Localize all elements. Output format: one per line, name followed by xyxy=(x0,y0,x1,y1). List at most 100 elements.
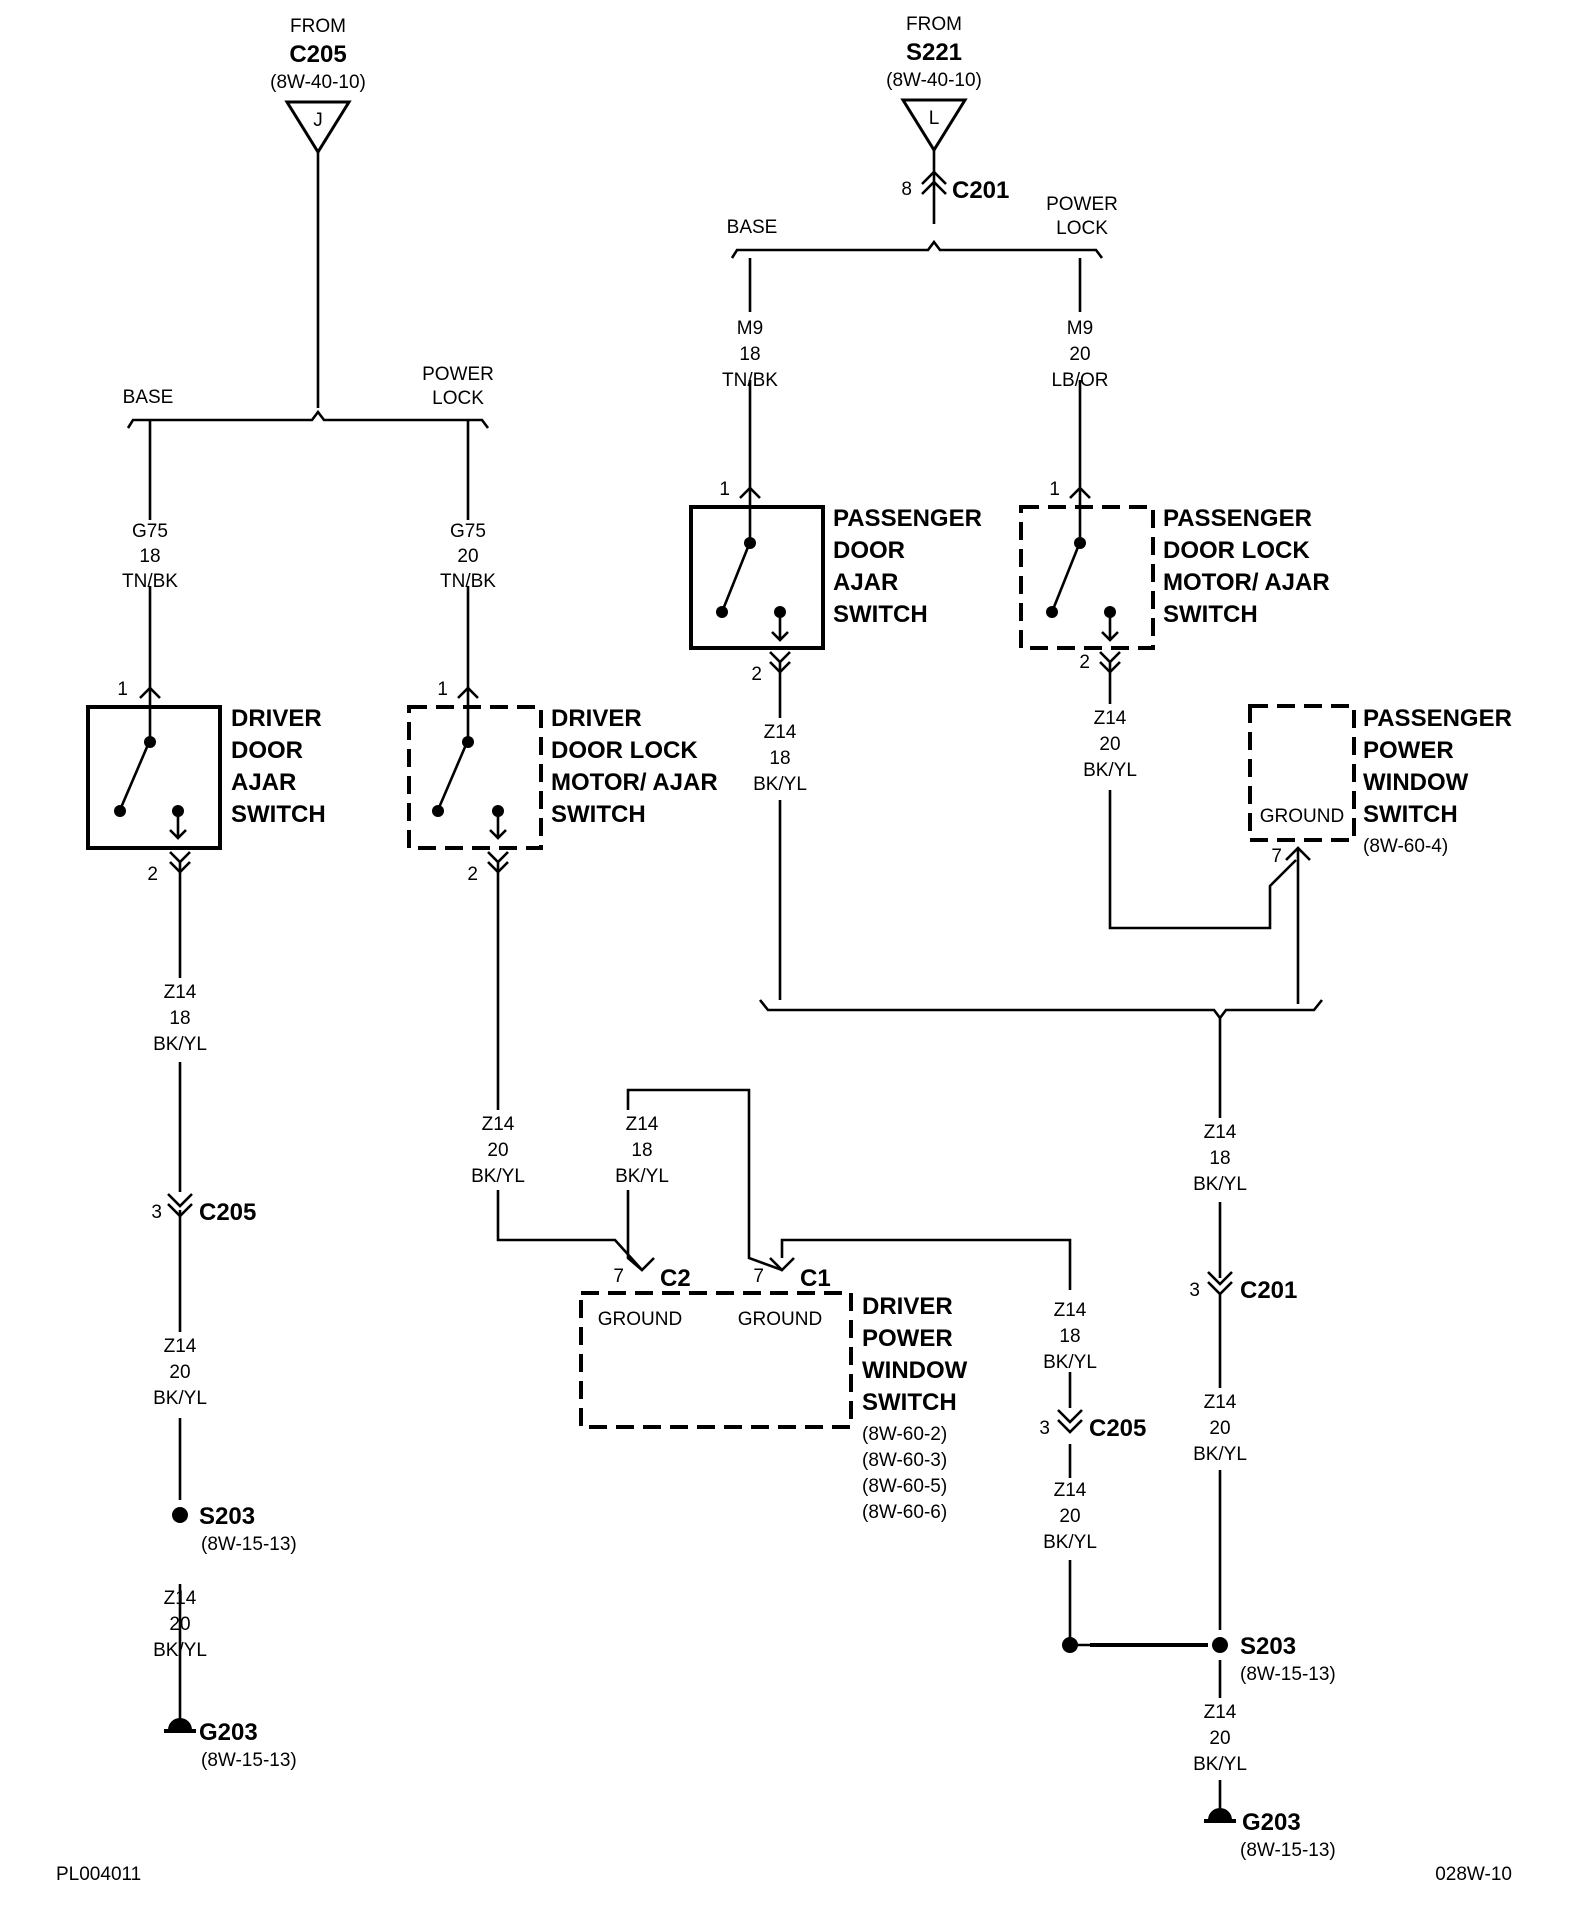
svg-text:20: 20 xyxy=(457,546,478,567)
svg-text:18: 18 xyxy=(1059,1326,1080,1347)
s203-label: S203 xyxy=(199,1503,255,1530)
svg-text:Z14: Z14 xyxy=(1054,1300,1087,1321)
svg-text:18: 18 xyxy=(139,546,160,567)
split-right-power-label: POWER xyxy=(1046,194,1118,215)
source-ref-label: (8W-40-10) xyxy=(886,70,982,91)
c1-pin-label: 7 xyxy=(753,1266,764,1287)
passenger-door-lock-motor-ajar-switch xyxy=(1019,505,1155,650)
svg-text:20: 20 xyxy=(1099,734,1120,755)
c201-pin-label: 8 xyxy=(901,179,912,200)
driver-power-window-switch-label: DRIVER POWER WINDOW SWITCH (8W-60-2) (8W… xyxy=(862,1293,968,1523)
splice-dot xyxy=(172,1507,188,1523)
svg-text:DRIVER: DRIVER xyxy=(862,1293,953,1320)
passenger-door-ajar-switch-label: PASSENGER DOOR AJAR SWITCH xyxy=(833,505,982,628)
svg-text:18: 18 xyxy=(631,1140,652,1161)
split-right-base-label: BASE xyxy=(727,217,778,238)
svg-text:LB/OR: LB/OR xyxy=(1051,370,1108,391)
footer-right-code: 028W-10 xyxy=(1435,1864,1512,1885)
split-left-lock-label: LOCK xyxy=(432,388,484,409)
wire-label-z14-20-c1: Z14 20 BK/YL xyxy=(1043,1480,1097,1553)
connector-pin-icon xyxy=(1207,1271,1233,1296)
pin-2-label: 2 xyxy=(147,864,158,885)
s203-label: S203 xyxy=(1240,1633,1296,1660)
svg-text:SWITCH: SWITCH xyxy=(862,1389,957,1416)
svg-text:BK/YL: BK/YL xyxy=(1193,1754,1247,1775)
svg-text:SWITCH: SWITCH xyxy=(833,601,928,628)
driver-door-lock-switch-label: DRIVER DOOR LOCK MOTOR/ AJAR SWITCH xyxy=(551,705,718,828)
source-c205: FROM C205 (8W-40-10) J xyxy=(270,16,366,155)
svg-text:DOOR: DOOR xyxy=(833,537,905,564)
switch-contact-icon xyxy=(1050,490,1119,642)
ground-label: GROUND xyxy=(738,1309,822,1330)
svg-text:Z14: Z14 xyxy=(482,1114,515,1135)
wire-label-z14-20-right-lower: Z14 20 BK/YL xyxy=(1193,1702,1247,1775)
split-bar-right xyxy=(730,239,1104,259)
wire-label-z14-20-lower: Z14 20 BK/YL xyxy=(153,1588,207,1661)
ground-icon xyxy=(1204,1808,1236,1823)
svg-text:(8W-60-5): (8W-60-5) xyxy=(862,1476,947,1497)
svg-text:SWITCH: SWITCH xyxy=(551,801,646,828)
c205-pin-label: 3 xyxy=(151,1202,162,1223)
c205-pin-label: 3 xyxy=(1039,1418,1050,1439)
svg-text:TN/BK: TN/BK xyxy=(122,571,178,592)
c201-pin-label: 3 xyxy=(1189,1280,1200,1301)
source-connector-label: S221 xyxy=(906,39,962,66)
ground-icon xyxy=(164,1718,196,1733)
svg-text:TN/BK: TN/BK xyxy=(440,571,496,592)
svg-text:G75: G75 xyxy=(450,521,486,542)
svg-text:20: 20 xyxy=(1209,1418,1230,1439)
svg-text:DOOR LOCK: DOOR LOCK xyxy=(1163,537,1310,564)
svg-text:Z14: Z14 xyxy=(764,722,797,743)
svg-text:TN/BK: TN/BK xyxy=(722,370,778,391)
svg-text:BK/YL: BK/YL xyxy=(1193,1174,1247,1195)
connector-pin-icon xyxy=(629,1257,655,1272)
wire-label-m9-20: M9 20 LB/OR xyxy=(1051,318,1108,391)
svg-text:20: 20 xyxy=(169,1362,190,1383)
svg-text:PASSENGER: PASSENGER xyxy=(833,505,982,532)
svg-text:Z14: Z14 xyxy=(164,1336,197,1357)
svg-text:Z14: Z14 xyxy=(1204,1392,1237,1413)
svg-text:20: 20 xyxy=(487,1140,508,1161)
svg-text:AJAR: AJAR xyxy=(231,769,296,796)
pin-7-label: 7 xyxy=(1271,846,1282,867)
svg-text:18: 18 xyxy=(739,344,760,365)
svg-text:Z14: Z14 xyxy=(1204,1122,1237,1143)
wire-label-z14-20-c2: Z14 20 BK/YL xyxy=(471,1114,525,1187)
svg-text:POWER: POWER xyxy=(1363,737,1454,764)
driver-power-window-switch xyxy=(579,1291,853,1429)
connector-pin-icon xyxy=(139,686,161,699)
g203-label: G203 xyxy=(199,1719,258,1746)
source-letter: L xyxy=(929,108,940,129)
g203-ref: (8W-15-13) xyxy=(1240,1840,1336,1861)
svg-text:DOOR: DOOR xyxy=(231,737,303,764)
svg-text:WINDOW: WINDOW xyxy=(1363,769,1469,796)
svg-text:Z14: Z14 xyxy=(164,1588,197,1609)
svg-text:Z14: Z14 xyxy=(1054,1480,1087,1501)
wire-z14-20-to-c2 xyxy=(496,862,643,1271)
svg-text:MOTOR/ AJAR: MOTOR/ AJAR xyxy=(551,769,718,796)
svg-text:Z14: Z14 xyxy=(626,1114,659,1135)
svg-text:SWITCH: SWITCH xyxy=(1163,601,1258,628)
c201-label: C201 xyxy=(1240,1277,1297,1304)
svg-text:BK/YL: BK/YL xyxy=(615,1166,669,1187)
switch-contact-icon xyxy=(720,490,789,642)
wire-label-z14-18-passenger: Z14 18 BK/YL xyxy=(753,722,807,795)
switch-contact-icon xyxy=(118,690,187,840)
svg-text:SWITCH: SWITCH xyxy=(231,801,326,828)
connector-pin-icon xyxy=(167,1193,193,1218)
driver-door-ajar-switch xyxy=(86,705,222,850)
svg-text:BK/YL: BK/YL xyxy=(153,1388,207,1409)
svg-text:Z14: Z14 xyxy=(1094,708,1127,729)
wire-label-z14-18-right: Z14 18 BK/YL xyxy=(1193,1122,1247,1195)
svg-text:Z14: Z14 xyxy=(1204,1702,1237,1723)
connector-pin-icon xyxy=(739,486,761,499)
svg-text:BK/YL: BK/YL xyxy=(753,774,807,795)
wire-label-z14-18-loop: Z14 18 BK/YL xyxy=(615,1114,669,1187)
svg-text:POWER: POWER xyxy=(862,1325,953,1352)
svg-text:BK/YL: BK/YL xyxy=(471,1166,525,1187)
wire-label-z14-20-passenger: Z14 20 BK/YL xyxy=(1083,708,1137,781)
svg-text:BK/YL: BK/YL xyxy=(153,1640,207,1661)
split-left-power-label: POWER xyxy=(422,364,494,385)
footer-left-code: PL004011 xyxy=(56,1864,141,1885)
passenger-power-window-switch xyxy=(1248,704,1356,842)
